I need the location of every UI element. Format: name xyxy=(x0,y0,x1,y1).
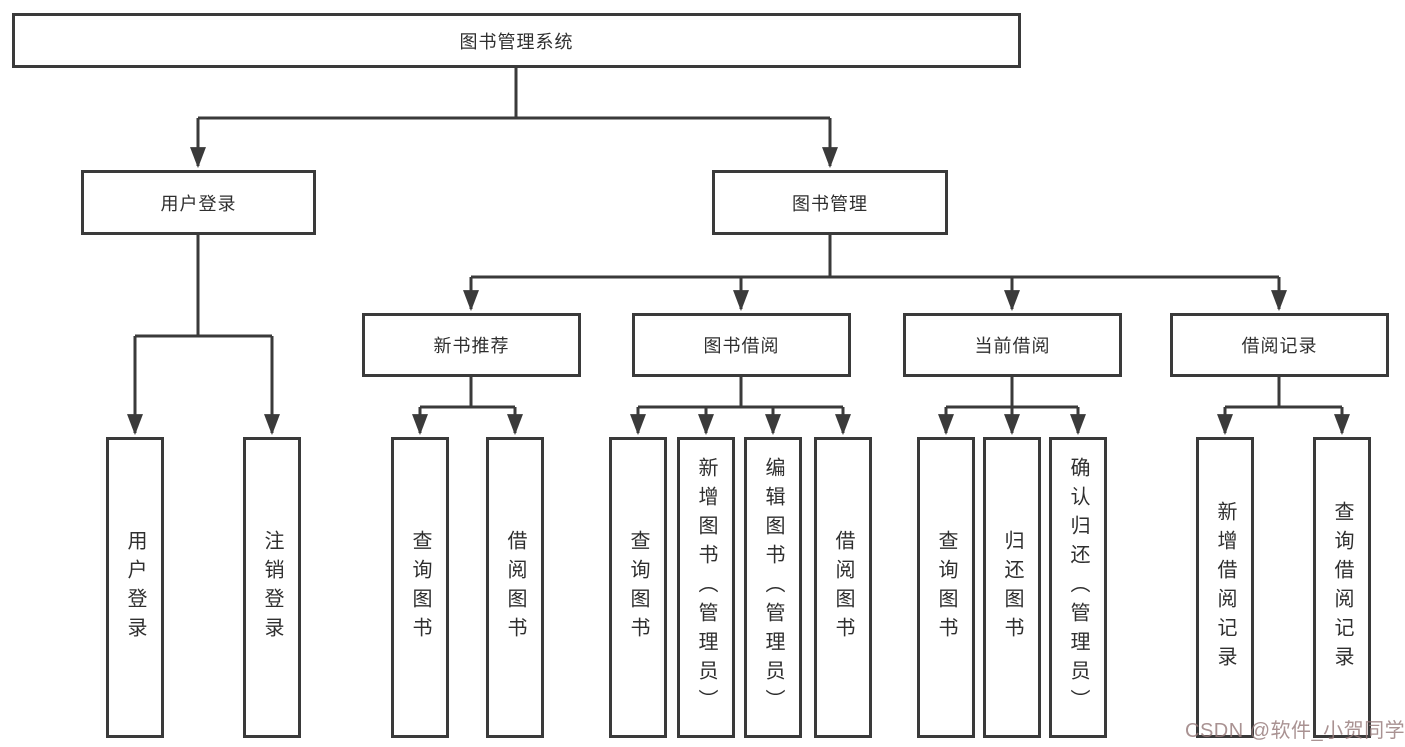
node-user-login-group: 用户登录 xyxy=(81,170,316,235)
node-bb-add-books-admin: 新增图书（管理员） xyxy=(677,437,735,738)
node-cb-confirm-return-admin: 确认归还（管理员） xyxy=(1049,437,1107,738)
node-cb-query-books: 查询图书 xyxy=(917,437,975,738)
node-book-management: 图书管理 xyxy=(712,170,948,235)
node-current-borrowing: 当前借阅 xyxy=(903,313,1122,377)
node-book-borrowing: 图书借阅 xyxy=(632,313,851,377)
node-bb-borrow-books: 借阅图书 xyxy=(814,437,872,738)
node-borrowing-records: 借阅记录 xyxy=(1170,313,1389,377)
node-root: 图书管理系统 xyxy=(12,13,1021,68)
node-cb-return-books: 归还图书 xyxy=(983,437,1041,738)
node-new-book-recommendation: 新书推荐 xyxy=(362,313,581,377)
node-br-query-record: 查询借阅记录 xyxy=(1313,437,1371,738)
node-bb-query-books: 查询图书 xyxy=(609,437,667,738)
node-user-login: 用户登录 xyxy=(106,437,164,738)
node-br-add-record: 新增借阅记录 xyxy=(1196,437,1254,738)
node-nb-query-books: 查询图书 xyxy=(391,437,449,738)
node-bb-edit-books-admin: 编辑图书（管理员） xyxy=(744,437,802,738)
node-nb-borrow-books: 借阅图书 xyxy=(486,437,544,738)
csdn-watermark: CSDN @软件_小贺同学 xyxy=(1185,720,1405,742)
node-logout: 注销登录 xyxy=(243,437,301,738)
